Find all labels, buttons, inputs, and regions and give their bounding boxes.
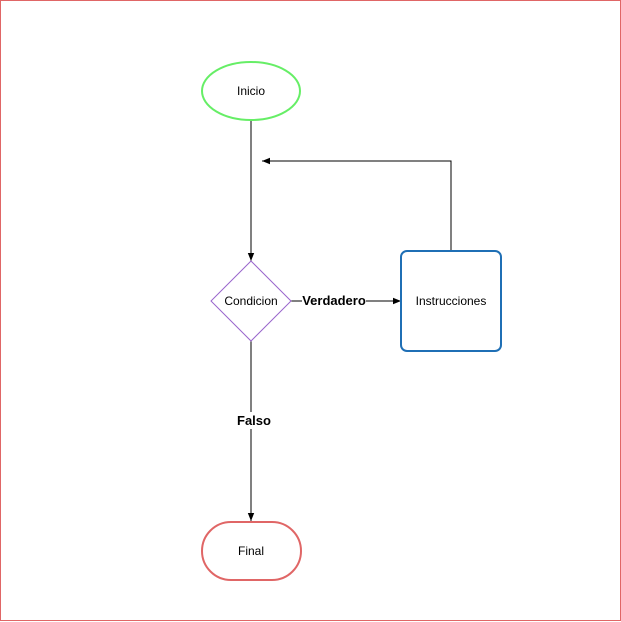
- edge-falso-label-bg: [235, 412, 273, 429]
- edge-falso-label: Falso: [237, 413, 271, 428]
- node-condicion[interactable]: Condicion: [210, 260, 292, 342]
- node-final-shape: [201, 521, 302, 581]
- edge-verdadero-label: Verdadero: [302, 293, 366, 308]
- node-inicio-shape: [201, 61, 301, 121]
- node-instrucciones-label: Instrucciones: [416, 294, 487, 308]
- node-final-label: Final: [238, 544, 264, 558]
- node-final[interactable]: Final: [201, 521, 302, 581]
- node-inicio-label: Inicio: [237, 84, 265, 98]
- node-inicio[interactable]: Inicio: [201, 61, 301, 121]
- node-condicion-label: Condicion: [224, 294, 277, 308]
- node-instrucciones[interactable]: Instrucciones: [400, 250, 502, 352]
- edge-verdadero-label-bg: [302, 292, 366, 309]
- node-condicion-shape: [210, 260, 292, 342]
- node-instrucciones-shape: [400, 250, 502, 352]
- edge-instrucciones-loop-back: [262, 157, 452, 251]
